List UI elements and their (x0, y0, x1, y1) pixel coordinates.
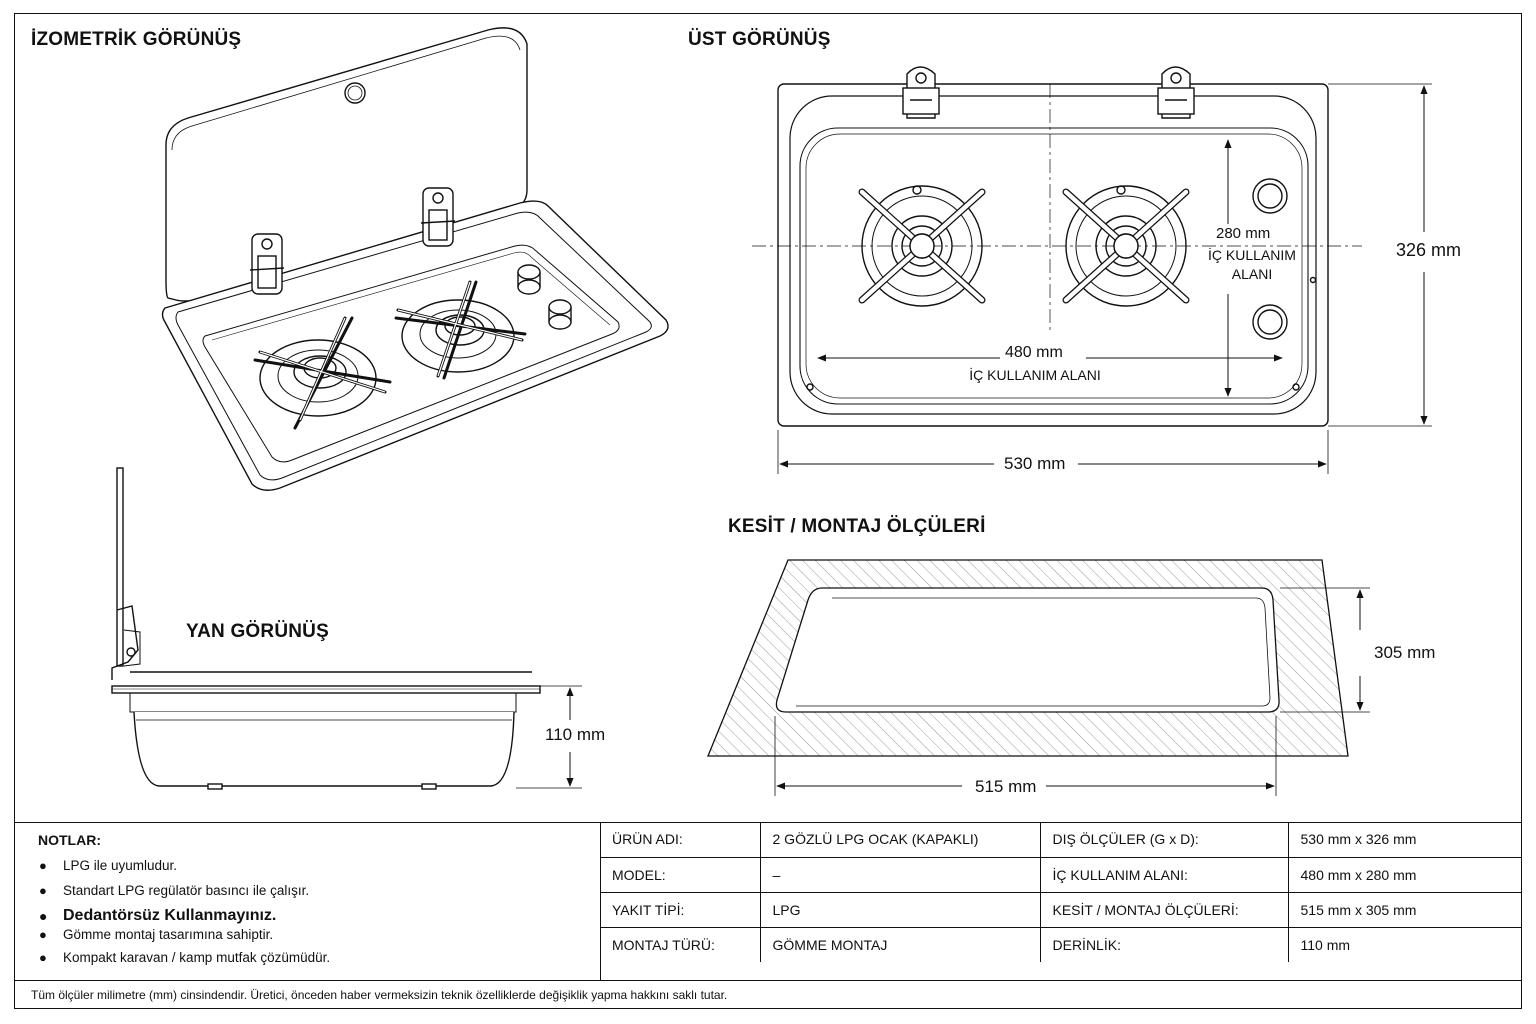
spec-label: YAKIT TİPİ: (600, 892, 760, 928)
top-view-knob-upper (1252, 178, 1288, 214)
lid-hinge-right (420, 187, 456, 247)
notes-panel: NOTLAR: ●LPG ile uyumludur. ●Standart LP… (14, 822, 601, 980)
side-view-title: YAN GÖRÜNÜŞ (186, 621, 329, 642)
spec-label: DIŞ ÖLÇÜLER (G x D): (1039, 822, 1288, 858)
section-view-title: KESİT / MONTAJ ÖLÇÜLERİ (728, 516, 986, 537)
inner-width-dimension: 480 mm (1005, 344, 1063, 361)
drawing-sheet (14, 13, 1522, 1009)
outer-height-dimension: 326 mm (1396, 240, 1462, 260)
isometric-burner-left (253, 316, 392, 430)
inner-width-label: İÇ KULLANIM ALANI (969, 367, 1101, 383)
spec-label: İÇ KULLANIM ALANI: (1039, 857, 1288, 893)
side-view-lid (116, 467, 124, 667)
top-view-outer-frame (777, 83, 1329, 427)
note-item-warning: ●Dedantörsüz Kullanmayınız. (39, 907, 277, 924)
spec-row: MONTAJ TÜRÜ: GÖMME MONTAJ DERİNLİK: 110 … (600, 927, 1522, 962)
info-block: NOTLAR: ●LPG ile uyumludur. ●Standart LP… (14, 822, 1522, 1009)
top-view-burner-left (858, 185, 986, 307)
section-view (707, 559, 1349, 757)
spec-row: MODEL: – İÇ KULLANIM ALANI: 480 mm x 280… (600, 857, 1522, 893)
top-view-burner-right (1062, 185, 1190, 307)
spec-label: MONTAJ TÜRÜ: (612, 936, 715, 953)
isometric-view (161, 27, 669, 491)
top-view-hinge-left (902, 66, 940, 119)
lid-handle-hole-icon (344, 82, 366, 104)
notes-title: NOTLAR: (38, 832, 101, 848)
spec-label: ÜRÜN ADI: (600, 822, 760, 858)
notes-list: ●LPG ile uyumludur. ●Standart LPG regüla… (36, 854, 596, 965)
inner-height-dimension: 280 mm (1216, 225, 1271, 242)
spec-table: ÜRÜN ADI: 2 GÖZLÜ LPG OCAK (KAPAKLI) DIŞ… (600, 822, 1522, 962)
note-item: ●LPG ile uyumludur. (39, 858, 178, 873)
cutout-height-dimension: 305 mm (1374, 643, 1436, 662)
note-item: ●Standart LPG regülatör basıncı ile çalı… (39, 883, 310, 898)
spec-value: – (759, 857, 1040, 893)
spec-value: 515 mm x 305 mm (1287, 892, 1522, 928)
countertop-cutout (707, 559, 1349, 757)
spec-value: LPG (759, 892, 1040, 928)
spec-value: 480 mm x 280 mm (1287, 857, 1522, 893)
top-view-knob-lower (1252, 304, 1288, 340)
top-view (752, 66, 1362, 427)
top-view-dimensions (777, 83, 1432, 474)
note-item: ●Gömme montaj tasarımına sahiptir. (39, 927, 274, 942)
isometric-burner-right (394, 280, 527, 380)
spec-row: ÜRÜN ADI: 2 GÖZLÜ LPG OCAK (KAPAKLI) DIŞ… (600, 822, 1522, 858)
spec-label: MODEL: (600, 857, 760, 893)
spec-value: GÖMME MONTAJ (759, 927, 1040, 962)
cutout-width-dimension: 515 mm (975, 777, 1037, 796)
side-view-dimensions (516, 685, 582, 789)
top-view-hinge-right (1157, 66, 1195, 119)
spec-row: YAKIT TİPİ: LPG KESİT / MONTAJ ÖLÇÜLERİ:… (600, 892, 1522, 928)
spec-label: KESİT / MONTAJ ÖLÇÜLERİ: (1039, 892, 1288, 928)
side-view (111, 467, 541, 790)
outer-width-dimension: 530 mm (1004, 454, 1066, 473)
inner-height-label: İÇ KULLANIM ALANI (1208, 247, 1296, 282)
top-view-title: ÜST GÖRÜNÜŞ (688, 29, 831, 50)
depth-dimension: 110 mm (545, 725, 606, 744)
spec-value: 110 mm (1287, 927, 1522, 962)
isometric-knob-bottom (548, 299, 572, 330)
footer-disclaimer: Tüm ölçüler milimetre (mm) cinsindendir.… (14, 980, 1522, 1010)
section-view-dimensions (774, 587, 1370, 796)
spec-value: 2 GÖZLÜ LPG OCAK (KAPAKLI) (759, 822, 1040, 858)
lid-hinge-left (249, 233, 285, 295)
note-item: ●Kompakt karavan / kamp mutfak çözümüdür… (39, 950, 331, 965)
spec-value: 530 mm x 326 mm (1287, 822, 1522, 858)
spec-label: DERİNLİK: (1039, 927, 1288, 962)
isometric-view-title: İZOMETRİK GÖRÜNÜŞ (31, 29, 242, 50)
footer-text: Tüm ölçüler milimetre (mm) cinsindendir.… (31, 988, 728, 1002)
isometric-knob-top (517, 264, 541, 295)
